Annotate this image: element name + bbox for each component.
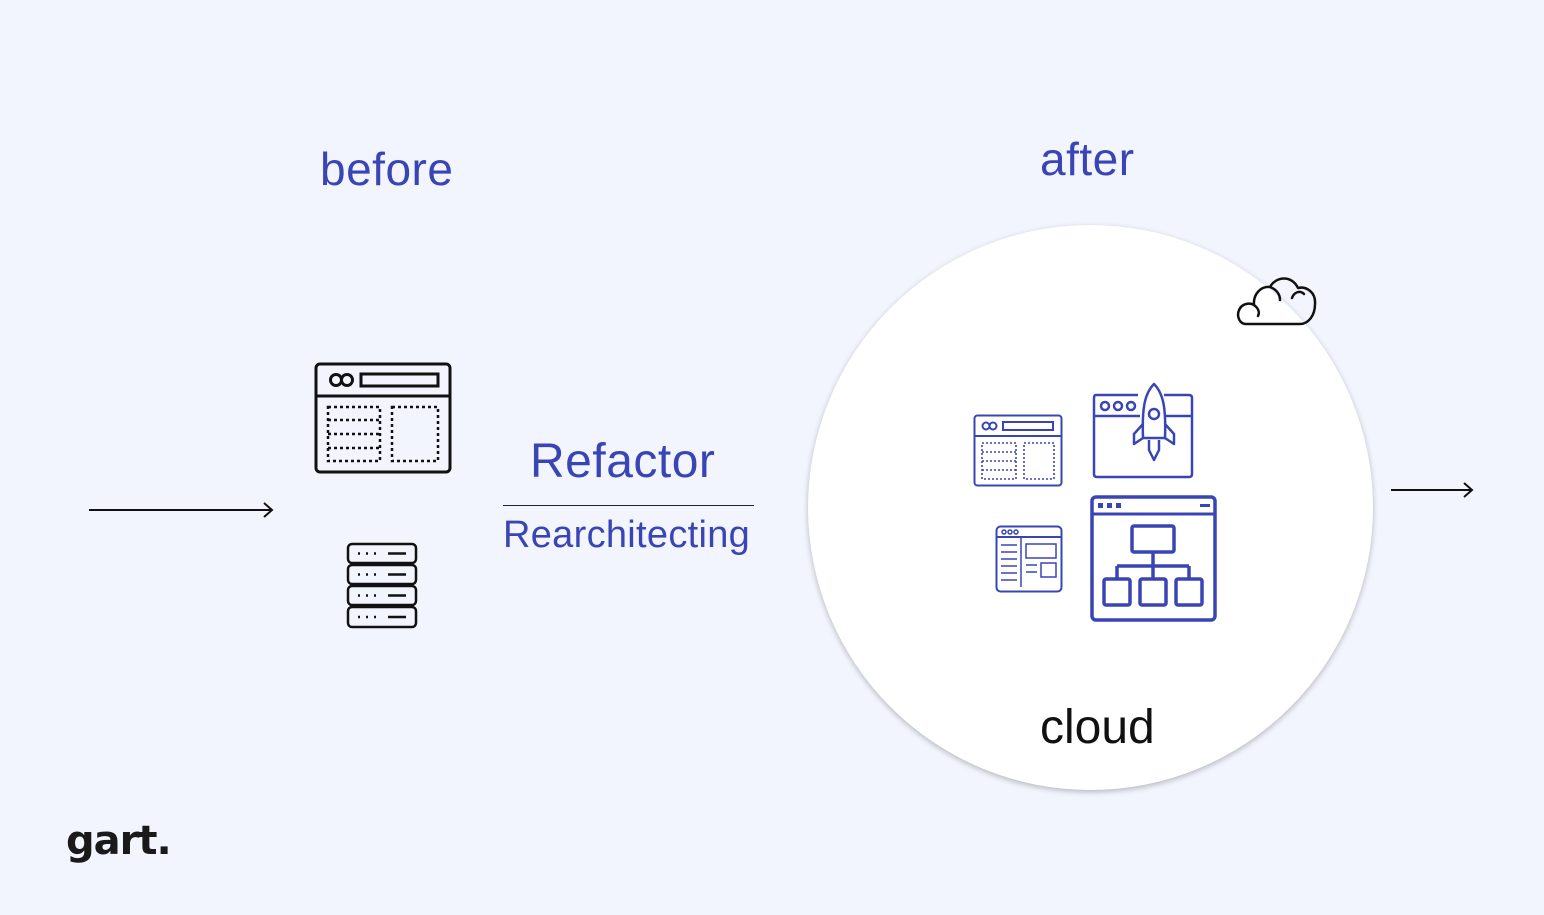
after-label: after bbox=[1040, 133, 1135, 185]
divider bbox=[503, 505, 754, 506]
gart-logo: gart. bbox=[66, 818, 172, 864]
rocket-window-icon bbox=[1092, 382, 1194, 479]
document-window-icon bbox=[995, 525, 1063, 593]
before-label: before bbox=[320, 143, 454, 195]
small-app-window-icon bbox=[973, 414, 1063, 487]
arrow-right-icon-right bbox=[1391, 482, 1474, 498]
rearchitecting-label: Rearchitecting bbox=[503, 514, 751, 556]
cloud-icon bbox=[1236, 277, 1317, 326]
cloud-label: cloud bbox=[1040, 701, 1155, 754]
app-window-icon bbox=[314, 362, 452, 474]
arrow-right-icon-left bbox=[89, 502, 274, 518]
hierarchy-window-icon bbox=[1090, 495, 1217, 622]
refactor-label: Refactor bbox=[530, 435, 716, 488]
server-icon bbox=[346, 542, 418, 629]
